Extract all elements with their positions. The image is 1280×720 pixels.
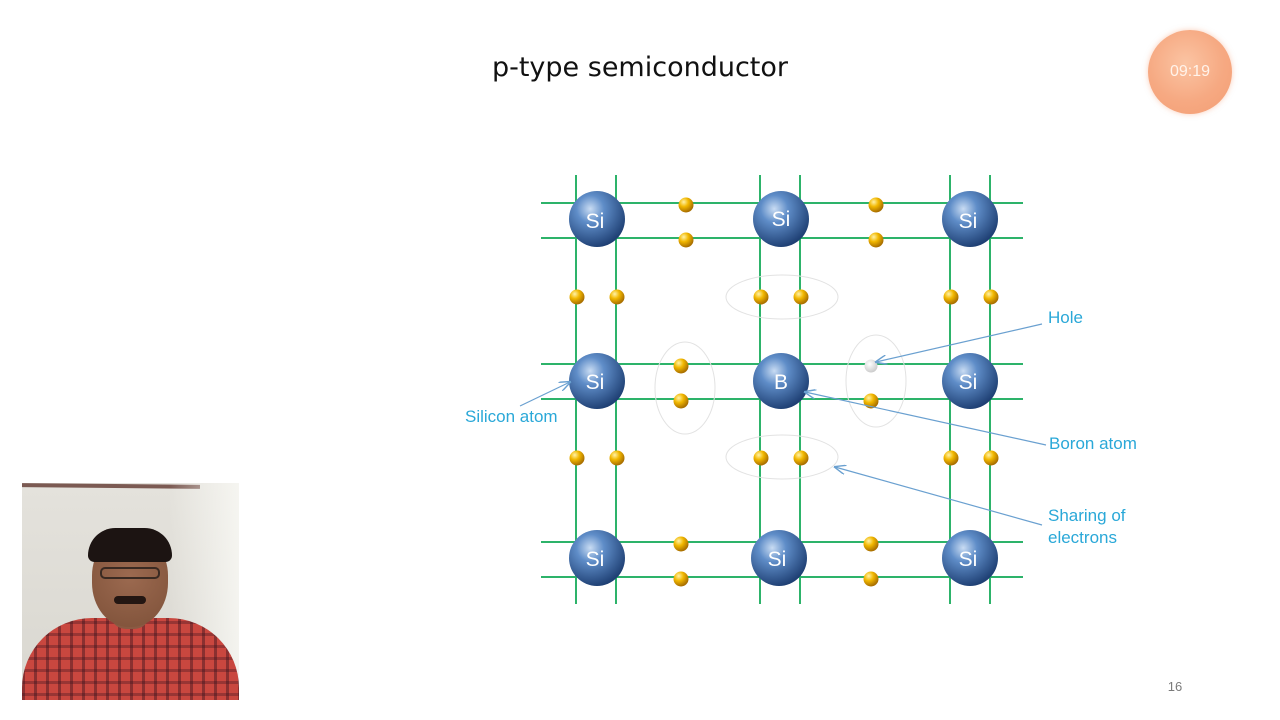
electron — [673, 536, 689, 552]
presenter-shirt — [22, 618, 239, 700]
hole-arrow — [876, 323, 1043, 362]
silicon-arrow — [519, 382, 570, 407]
atom-si-6 — [942, 353, 998, 409]
atom-symbol: Si — [586, 210, 605, 233]
electron — [793, 450, 809, 466]
atom-symbol: Si — [772, 208, 791, 231]
timer-text: 09:19 — [1169, 63, 1211, 80]
atom-si-2 — [753, 191, 809, 247]
electron — [609, 450, 625, 466]
electron — [678, 197, 694, 213]
electron — [678, 232, 694, 248]
atom-si-7 — [569, 530, 625, 586]
atom-si-1 — [569, 191, 625, 247]
electron — [983, 289, 999, 305]
electron — [983, 450, 999, 466]
boron-arrow — [805, 392, 1047, 446]
electron — [673, 571, 689, 587]
atom-symbol: Si — [586, 548, 605, 571]
label-sharing-line-1: Sharing of — [1048, 506, 1126, 525]
atom-boron — [753, 353, 809, 409]
atom-symbol: Si — [586, 371, 605, 394]
electron — [753, 450, 769, 466]
atom-si-4 — [569, 353, 625, 409]
atoms — [569, 191, 998, 586]
atom-symbol: Si — [959, 210, 978, 233]
electron — [943, 450, 959, 466]
electron — [863, 571, 879, 587]
electron — [863, 393, 879, 409]
electron — [868, 197, 884, 213]
atom-symbol: Si — [959, 548, 978, 571]
electron — [868, 232, 884, 248]
atom-symbols: Si Si Si Si B Si Si Si Si — [586, 208, 978, 571]
atom-si-9 — [942, 530, 998, 586]
sharing-ellipses — [654, 274, 907, 480]
label-hole: Hole — [1048, 308, 1083, 327]
hole-marker — [864, 359, 878, 373]
electron — [943, 289, 959, 305]
electrons — [569, 197, 999, 587]
electron — [753, 289, 769, 305]
sharing-arrow — [835, 467, 1043, 526]
presenter-video-icon — [22, 483, 239, 700]
label-sharing-of-electrons: Sharing of electrons — [1048, 505, 1126, 549]
atom-symbol: Si — [959, 371, 978, 394]
page-number: 16 — [1167, 679, 1183, 694]
pointer-arrows — [519, 323, 1047, 526]
label-boron-atom: Boron atom — [1049, 434, 1137, 453]
electron — [569, 450, 585, 466]
atom-si-3 — [942, 191, 998, 247]
atom-si-8 — [751, 530, 807, 586]
electron — [673, 358, 689, 374]
label-sharing-line-2: electrons — [1048, 528, 1117, 547]
label-silicon-atom: Silicon atom — [465, 407, 558, 426]
electron — [863, 536, 879, 552]
presenter-hair — [88, 528, 172, 562]
electron — [609, 289, 625, 305]
presenter-glasses — [100, 567, 160, 579]
electron — [793, 289, 809, 305]
atom-symbol: B — [774, 371, 788, 394]
presenter-mustache — [114, 596, 146, 604]
electron — [569, 289, 585, 305]
timer-badge: 09:19 — [1148, 30, 1232, 114]
atom-symbol: Si — [768, 548, 787, 571]
slide-title: p-type semiconductor — [491, 52, 789, 83]
electron — [673, 393, 689, 409]
